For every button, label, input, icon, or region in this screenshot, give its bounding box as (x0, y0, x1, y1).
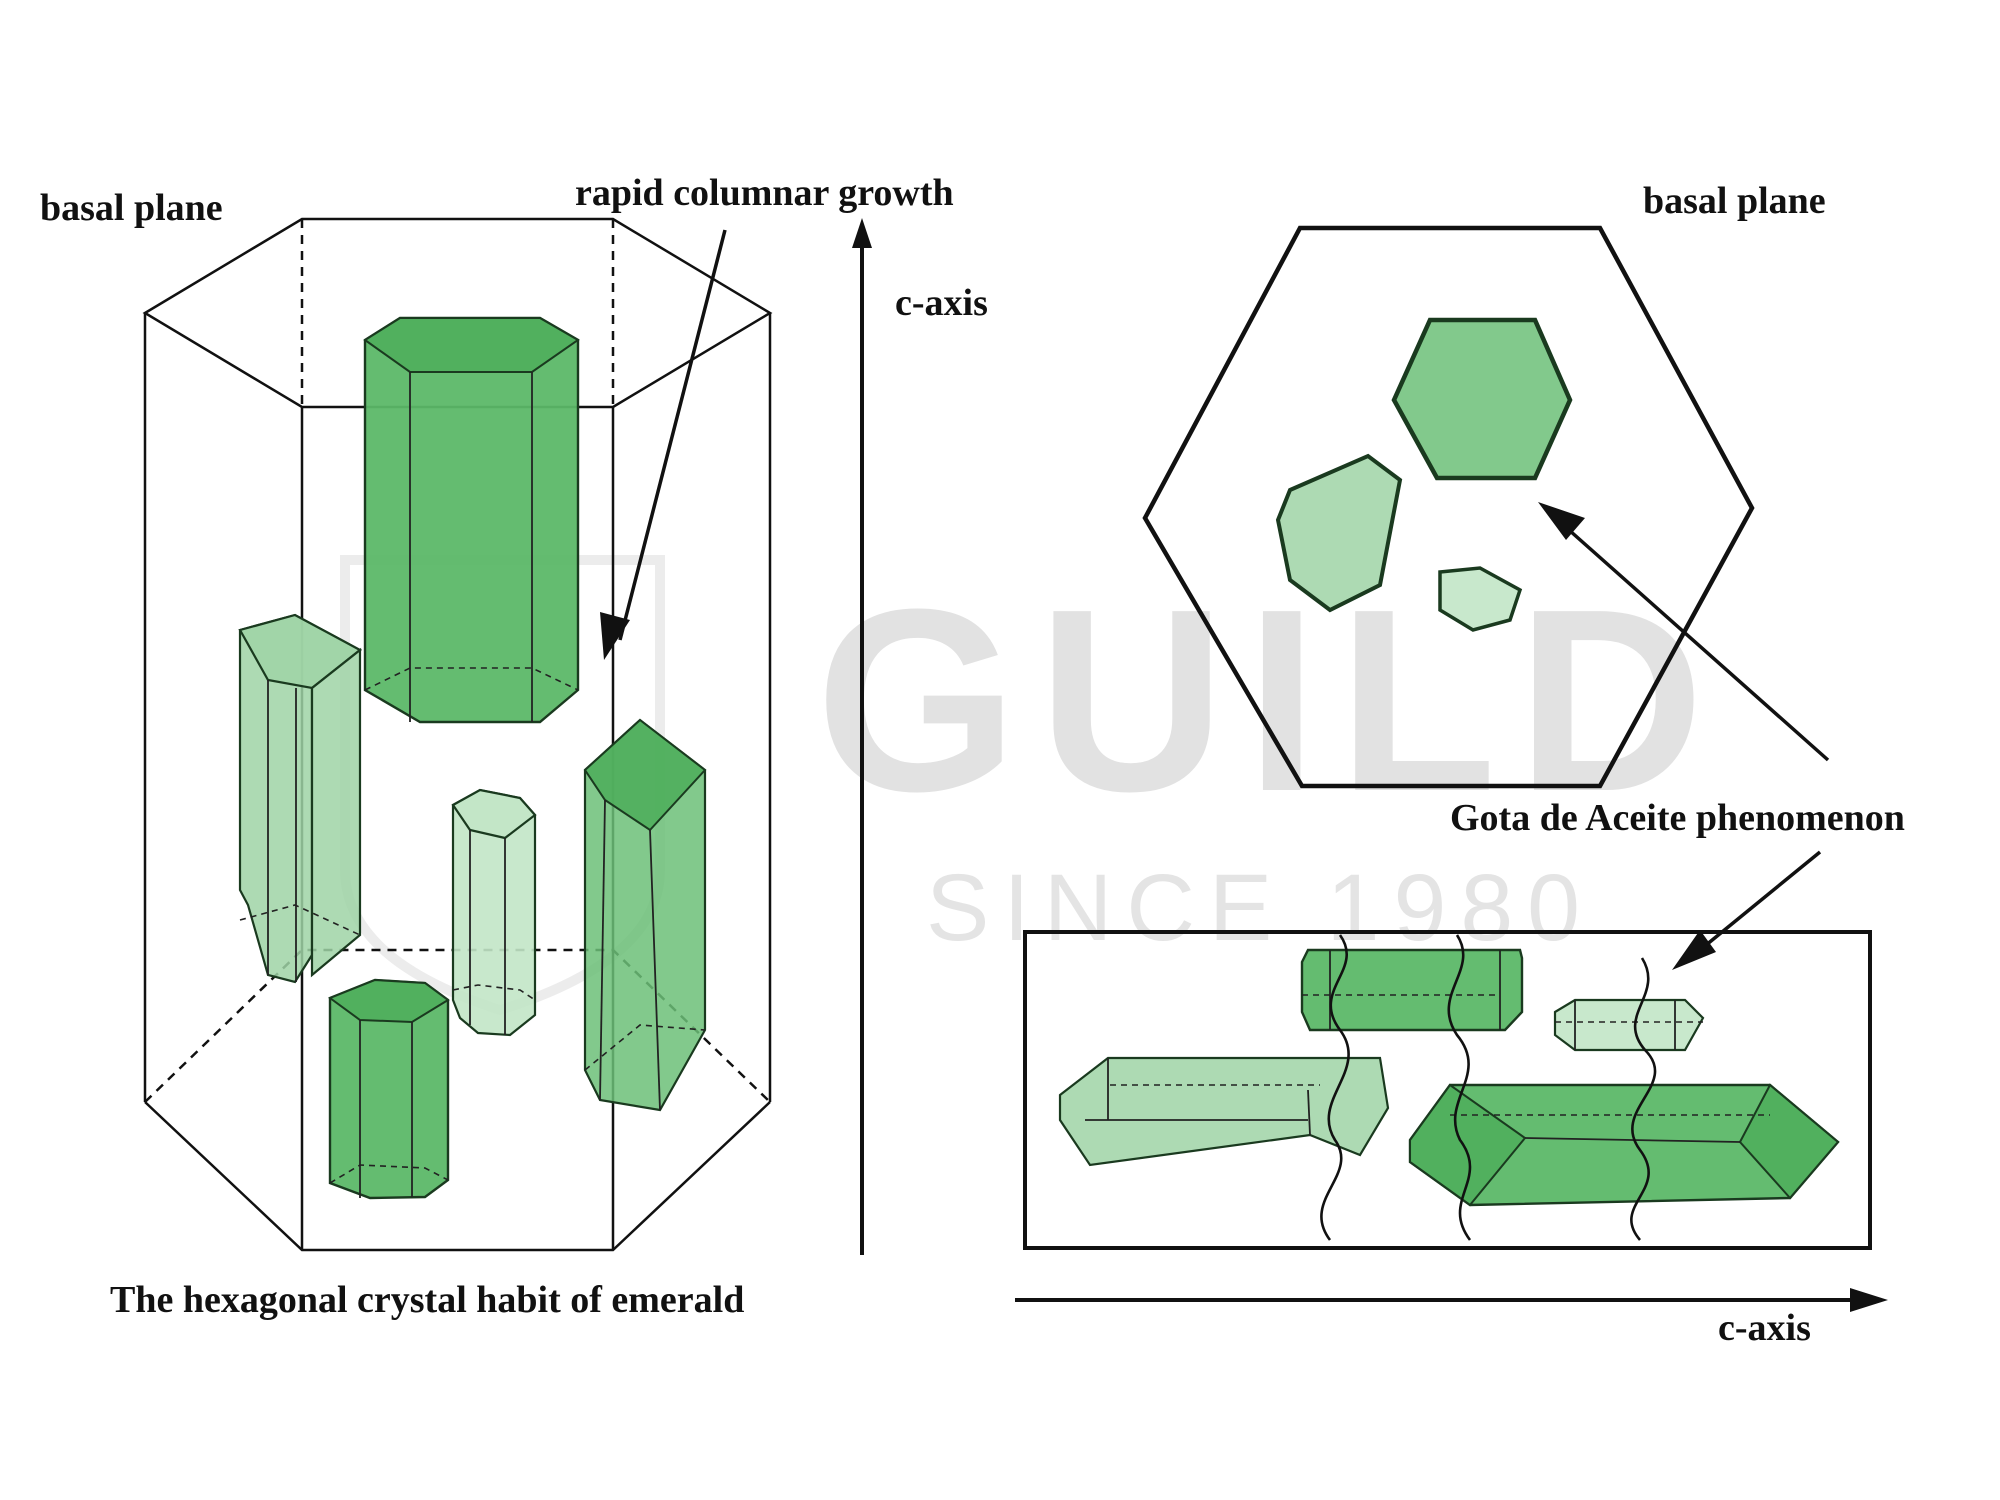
label-basal-plane-left: basal plane (40, 187, 223, 229)
gota-arrowhead-upper (1538, 502, 1585, 540)
rapid-growth-arrowhead (600, 612, 630, 660)
c-axis-vertical-arrowhead (852, 218, 872, 248)
basal-polygon-small (1438, 566, 1523, 632)
gota-arrowhead-lower (1672, 930, 1716, 970)
basal-hexagon-large (1391, 317, 1573, 481)
label-gota-de-aceite: Gota de Aceite phenomenon (1450, 797, 1905, 839)
long-crystal-large (1408, 1083, 1840, 1207)
c-axis-horizontal-arrowhead (1850, 1288, 1888, 1312)
long-crystal-top (1300, 948, 1524, 1032)
right-top-basal-section: basal plane Gota de Aceite phenomenon (1142, 180, 1905, 839)
crystal-right-tilted (583, 718, 707, 1112)
watermark: GUILD SINCE 1980 (340, 555, 1725, 1016)
wave-line-1 (1320, 934, 1350, 1241)
label-rapid-columnar-growth: rapid columnar growth (575, 172, 954, 214)
watermark-sub: SINCE 1980 (926, 855, 1594, 961)
wave-line-2 (1447, 934, 1472, 1241)
label-basal-plane-right: basal plane (1643, 180, 1826, 222)
crystal-large-top (363, 316, 580, 724)
left-panel-hexagonal-prism: basal plane rapid columnar growth c-axis… (40, 172, 988, 1321)
longitudinal-frame (1023, 930, 1872, 1250)
basal-plane-hexagon (1142, 225, 1755, 789)
label-c-axis-vertical: c-axis (895, 282, 988, 324)
diagram-caption: The hexagonal crystal habit of emerald (110, 1279, 744, 1321)
gota-arrow-lower (1698, 850, 1822, 952)
wave-line-3 (1630, 957, 1657, 1241)
right-bottom-longitudinal-section: c-axis (1015, 850, 1888, 1349)
crystal-small-middle (451, 788, 537, 1037)
rapid-growth-arrow (618, 229, 727, 641)
basal-polygon-medium (1275, 453, 1403, 613)
watermark-main: GUILD (816, 556, 1725, 846)
gota-arrow-upper (1558, 520, 1830, 762)
crystal-bottom (327, 978, 450, 1200)
crystal-left-tall (238, 613, 362, 984)
label-c-axis-horizontal: c-axis (1718, 1307, 1811, 1349)
long-crystal-small (1553, 998, 1705, 1052)
long-crystal-left (1058, 1056, 1390, 1167)
